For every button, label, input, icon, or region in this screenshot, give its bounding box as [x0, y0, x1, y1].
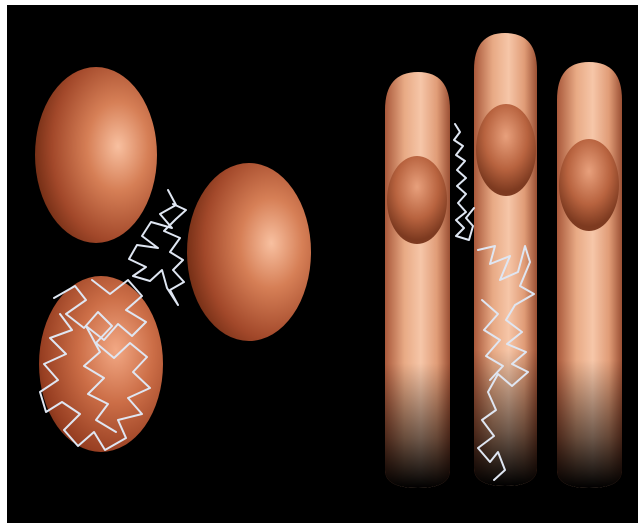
sphere-right: [187, 163, 311, 341]
chain-between-tubes: [454, 124, 474, 240]
sphere-bottom-left: [39, 276, 163, 452]
sphere-group: [35, 67, 311, 452]
sphere-top-left: [35, 67, 157, 243]
tube-left: [385, 72, 450, 488]
tube-right: [557, 62, 622, 488]
tube-group: [385, 33, 622, 488]
